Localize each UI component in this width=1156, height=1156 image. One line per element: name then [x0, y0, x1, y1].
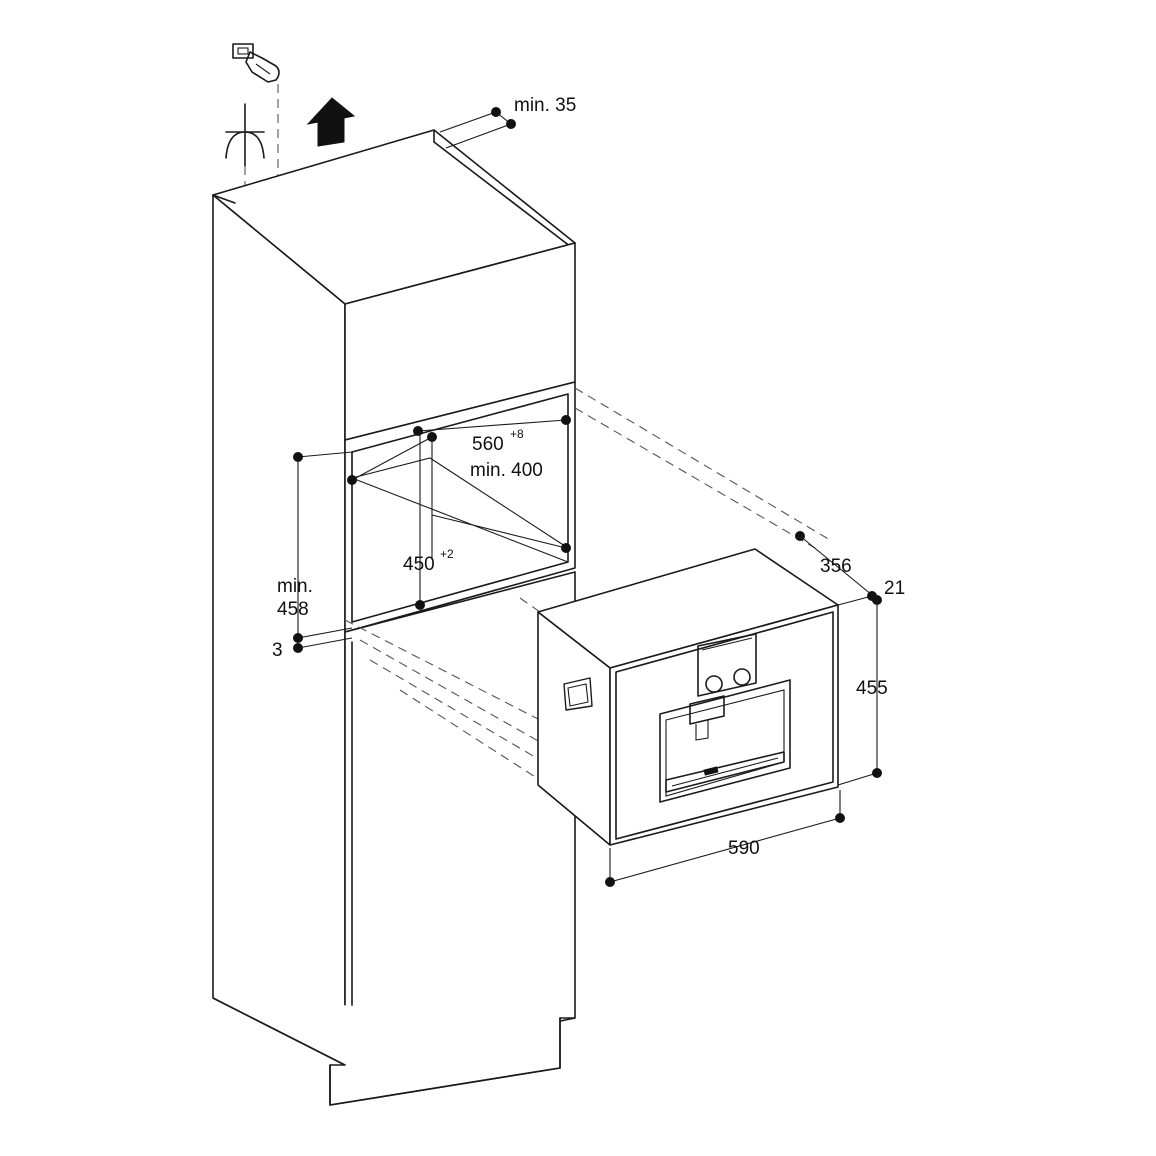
label-niche-depth: min. 400	[470, 460, 543, 481]
label-unit-height: 455	[856, 678, 888, 699]
label-niche-height: 450	[403, 554, 435, 575]
power-plug-icon	[232, 43, 280, 83]
dimension-lines	[293, 107, 882, 887]
label-niche-width-tolerance: +8	[510, 427, 524, 441]
ventilation-arrow-icon	[306, 97, 356, 147]
label-side-value: 458	[277, 599, 309, 620]
installation-guide-lines	[344, 387, 831, 781]
label-front-thickness: 21	[884, 578, 905, 599]
label-side-min: min.	[277, 576, 313, 597]
label-niche-width: 560	[472, 434, 504, 455]
label-unit-width: 590	[728, 838, 760, 859]
label-top-clearance: min. 35	[514, 95, 576, 116]
label-niche-height-tolerance: +2	[440, 547, 454, 561]
coffee-machine-unit	[537, 548, 839, 846]
tall-cabinet	[212, 129, 576, 1106]
label-bottom-gap: 3	[272, 640, 283, 661]
label-unit-depth: 356	[820, 556, 852, 577]
dimension-labels: min. 35 560 +8 min. 400 450 +2 min. 458 …	[272, 95, 905, 859]
